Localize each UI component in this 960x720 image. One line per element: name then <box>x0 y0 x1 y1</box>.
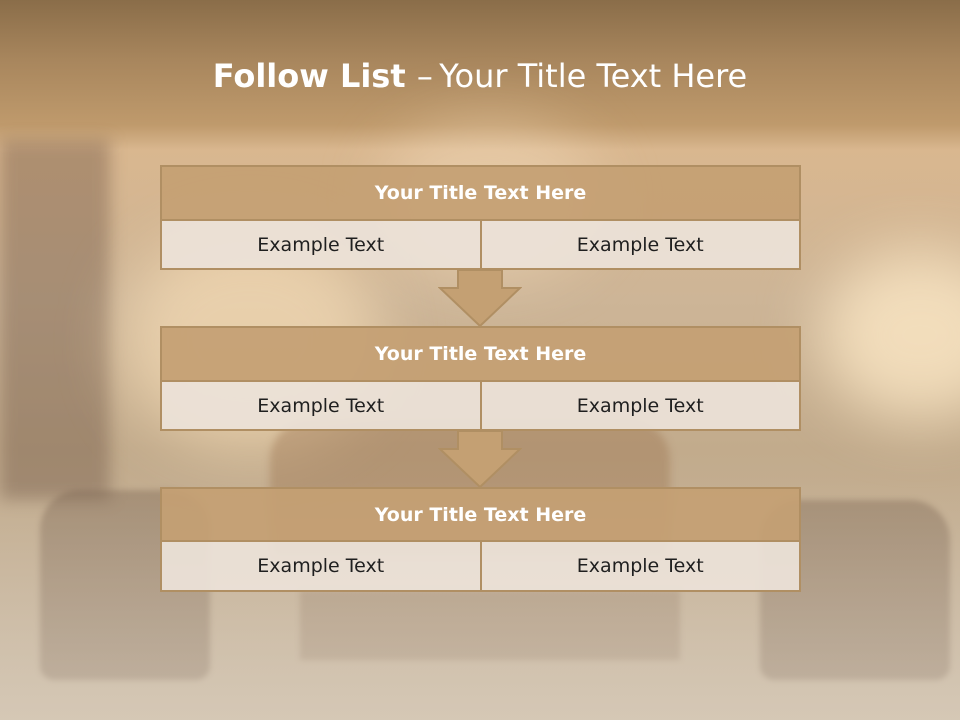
block-row: Example Text Example Text <box>160 382 801 431</box>
block-cell-right: Example Text <box>481 221 801 270</box>
block-cell-left: Example Text <box>160 382 482 431</box>
slide-title: Follow List–Your Title Text Here <box>0 54 960 98</box>
block-row: Example Text Example Text <box>160 542 801 592</box>
block-row: Example Text Example Text <box>160 221 801 270</box>
background-wall-shadow <box>0 140 110 500</box>
down-arrow-icon <box>438 270 522 326</box>
list-block-1: Your Title Text Here Example Text Exampl… <box>160 165 801 270</box>
block-heading: Your Title Text Here <box>160 487 801 542</box>
down-arrow-icon <box>438 431 522 487</box>
list-block-2: Your Title Text Here Example Text Exampl… <box>160 326 801 431</box>
slide-title-rest: Your Title Text Here <box>439 57 748 95</box>
background-lamp-glow-right <box>820 250 960 420</box>
block-cell-left: Example Text <box>160 221 482 270</box>
block-cell-right: Example Text <box>481 542 801 592</box>
block-cell-right: Example Text <box>481 382 801 431</box>
slide-title-bold: Follow List <box>212 57 406 95</box>
background-coffee-table <box>300 590 680 660</box>
slide-title-separator: – <box>416 57 433 95</box>
block-heading: Your Title Text Here <box>160 326 801 382</box>
block-heading: Your Title Text Here <box>160 165 801 221</box>
list-block-3: Your Title Text Here Example Text Exampl… <box>160 487 801 592</box>
block-cell-left: Example Text <box>160 542 482 592</box>
